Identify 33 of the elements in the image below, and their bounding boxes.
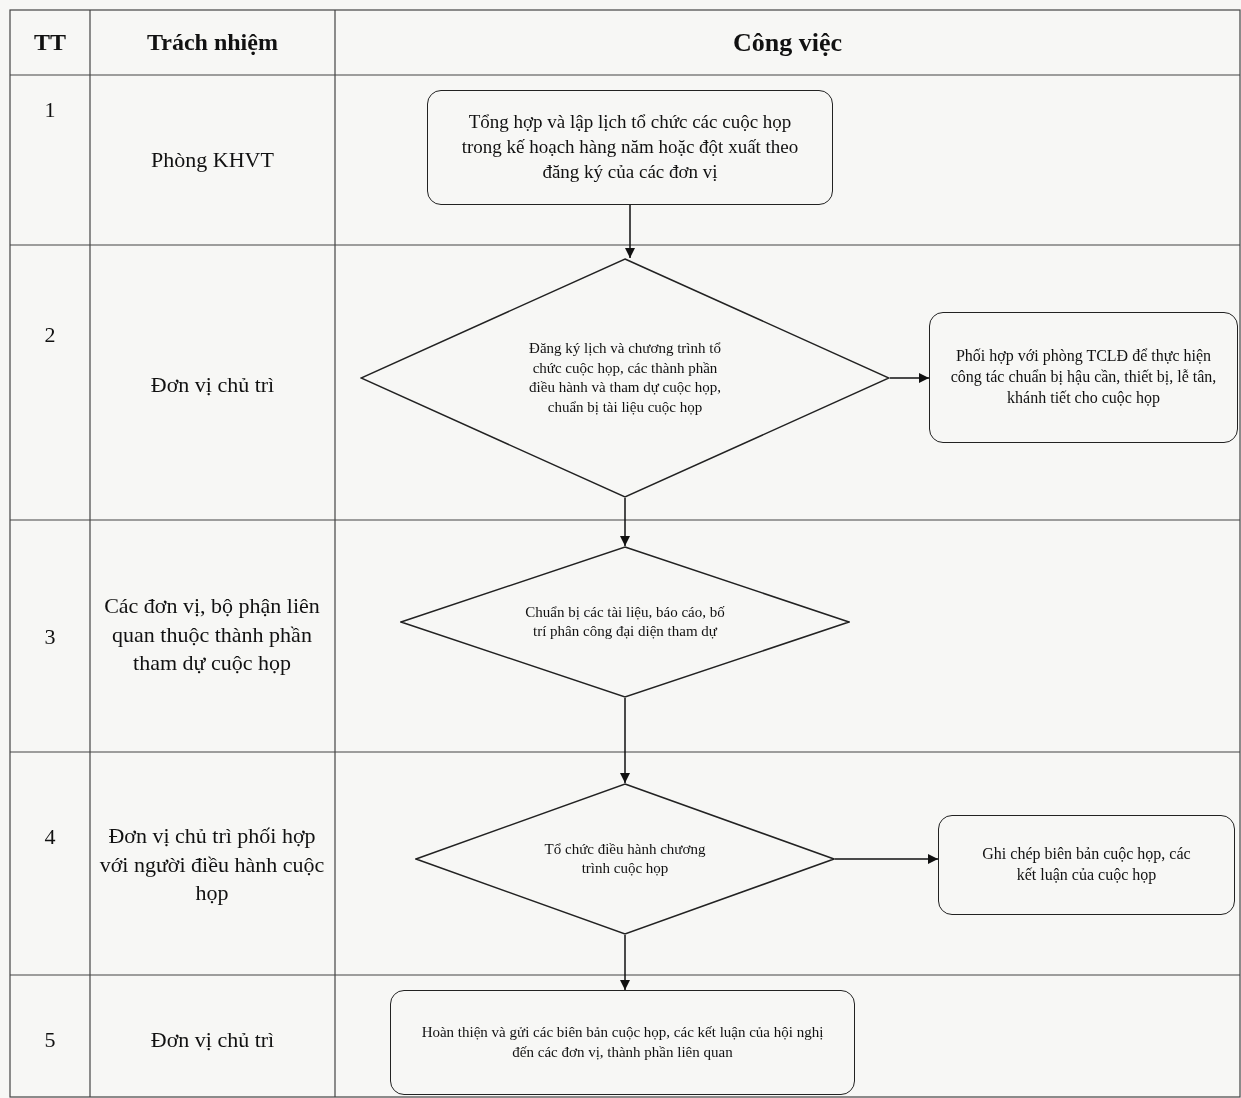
column-header: TT (34, 27, 66, 57)
arrow (625, 204, 635, 259)
arrow (889, 373, 930, 383)
column-header: Trách nhiệm (147, 27, 278, 57)
process-box (938, 815, 1235, 915)
node-text: Tổng hợp và lập lịch tổ chức các cuộc họp trong kế hoạch hàng năm hoặc đột xuất theo đăng ký của các đơn vị (460, 110, 800, 184)
responsibility-text: Đơn vị chủ trì phối hợp với người điều hành cuộc họp (98, 822, 326, 908)
node-text: Phối hợp với phòng TCLĐ để thực hiện công tác chuẩn bị hậu cần, thiết bị, lễ tân, khánh tiết cho cuộc họp (949, 346, 1218, 409)
column-header: Công việc (732, 26, 842, 59)
process-box (427, 90, 833, 205)
row-number: 2 (44, 320, 56, 349)
responsibility-text: Đơn vị chủ trì (150, 1025, 275, 1054)
arrow (834, 854, 939, 864)
row-number: 4 (44, 822, 56, 851)
node-text: Hoàn thiện và gửi các biên bản cuộc họp, các kết luận của hội nghị đến các đơn vị, thành phần liên quan (420, 1023, 825, 1062)
process-box (929, 312, 1238, 443)
node-text: Ghi chép biên bản cuộc họp, các kết luận của cuộc họp (981, 844, 1192, 886)
arrow (620, 497, 630, 547)
responsibility-text: Các đơn vị, bộ phận liên quan thuộc thành phần tham dự cuộc họp (103, 592, 321, 678)
responsibility-text: Phòng KHVT (151, 145, 274, 174)
arrow (620, 934, 630, 991)
decision-diamond (415, 783, 835, 935)
arrow (620, 697, 630, 784)
node-text: Đăng ký lịch và chương trình tổ chức cuộc họp, các thành phần điều hành và tham dự cuộc họp, chuẩn bị tài liệu cuộc họp (528, 339, 722, 417)
process-box (390, 990, 855, 1095)
node-text: Tổ chức điều hành chương trình cuộc họp (543, 839, 707, 878)
row-number: 1 (44, 95, 56, 124)
decision-diamond (360, 258, 890, 498)
responsibility-text: Đơn vị chủ trì (150, 370, 275, 399)
decision-diamond (400, 546, 850, 698)
node-text: Chuẩn bị các tài liệu, báo cáo, bố trí phân công đại diện tham dự (525, 602, 725, 641)
row-number: 5 (44, 1025, 56, 1054)
row-number: 3 (44, 622, 56, 651)
